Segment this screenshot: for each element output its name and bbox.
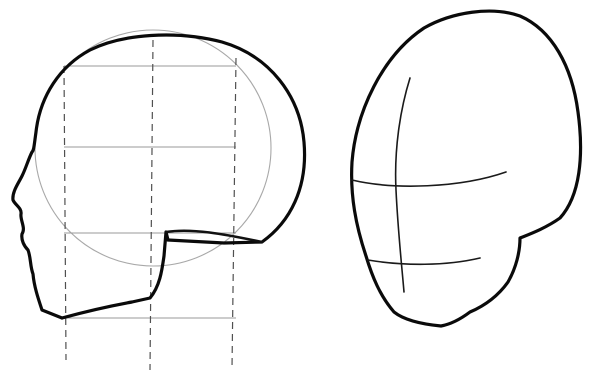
nose-contour [368,258,480,264]
side-head-outline [13,35,305,318]
face-center-contour [396,78,410,292]
three-quarter-head-outline [352,11,581,326]
horizontal-guide-lines [64,66,236,318]
brow-contour [352,172,506,186]
guide-vertical-center [150,40,153,370]
side-jaw-line [62,232,168,318]
side-view-figure [13,30,305,370]
vertical-guide-lines [64,40,236,370]
guide-vertical-back [232,58,236,368]
three-quarter-view-figure [352,11,581,326]
